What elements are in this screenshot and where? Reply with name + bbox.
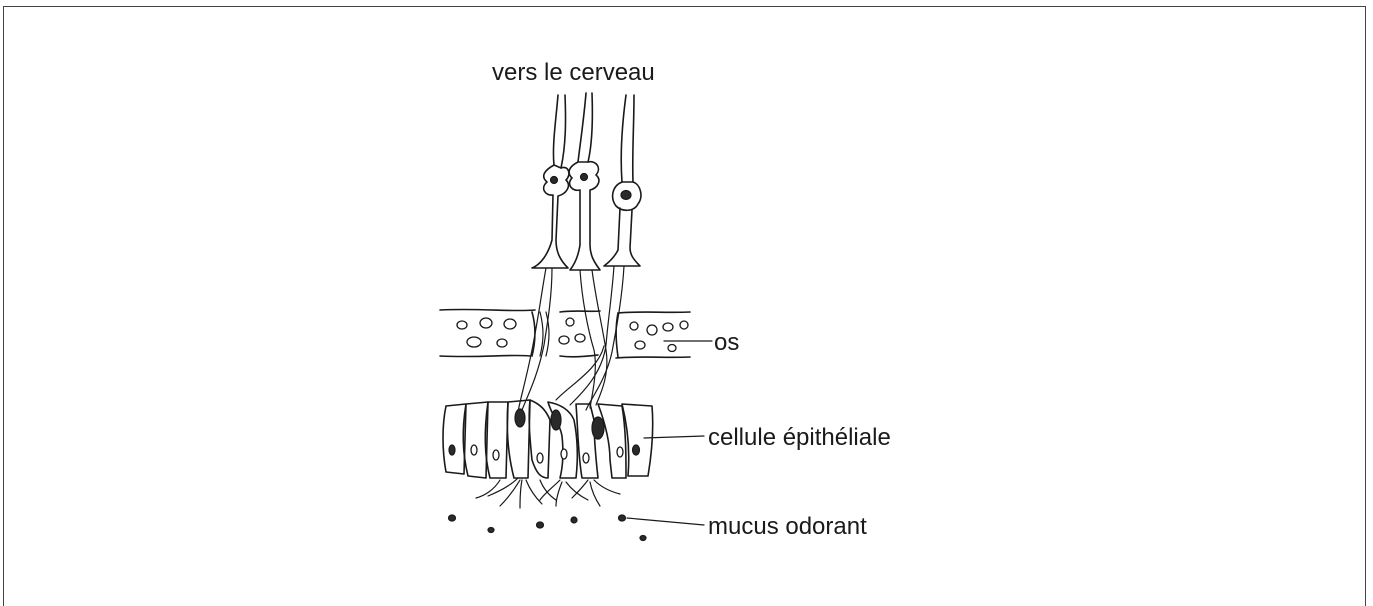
leader-line-mucus — [627, 518, 704, 525]
cilia — [476, 478, 620, 508]
neuron-3 — [604, 182, 641, 266]
label-vers-le-cerveau: vers le cerveau — [492, 59, 655, 86]
axon-fibers — [553, 93, 634, 182]
neuron-2 — [569, 162, 600, 270]
mucus-droplets — [449, 515, 647, 541]
label-mucus-odorant: mucus odorant — [708, 513, 867, 540]
epithelial-layer — [443, 400, 653, 478]
neuron-1 — [532, 165, 569, 268]
nerve-fibers — [518, 266, 624, 412]
label-cellule-epitheliale: cellule épithéliale — [708, 424, 891, 451]
label-os: os — [714, 329, 739, 356]
bone-layer — [440, 309, 690, 358]
